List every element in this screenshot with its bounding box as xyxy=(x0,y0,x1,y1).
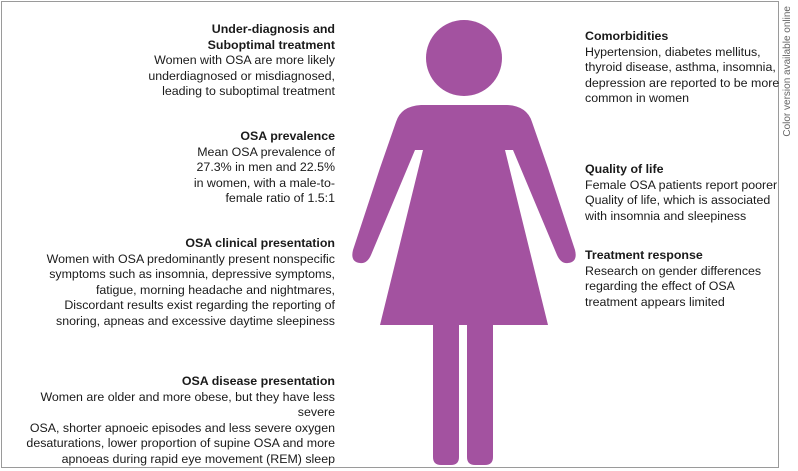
comorbidities-line-3: depression are reported to be more xyxy=(585,75,780,90)
comorbidities-line-4: common in women xyxy=(585,91,689,106)
disease-presentation-line-3: desaturations, lower proportion of supin… xyxy=(26,436,335,451)
disease-presentation-line-4: apnoeas during rapid eye movement (REM) … xyxy=(61,451,335,466)
comorbidities-line-2: thyroid disease, asthma, insomnia, xyxy=(585,60,776,75)
underdiagnosis-title-1: Under-diagnosis and xyxy=(211,22,335,36)
prevalence-block: OSA prevalence Mean OSA prevalence of 27… xyxy=(194,129,335,207)
clinical-presentation-line-4: Discordant results exist regarding the r… xyxy=(64,298,335,313)
underdiagnosis-title-2: Suboptimal treatment xyxy=(207,37,335,52)
disease-presentation-block: OSA disease presentation Women are older… xyxy=(0,374,335,468)
treatment-response-line-1: Research on gender differences xyxy=(585,263,762,278)
underdiagnosis-line-3: leading to suboptimal treatment xyxy=(162,84,335,99)
quality-of-life-line-1: Female OSA patients report poorer xyxy=(585,177,778,192)
quality-of-life-line-3: with insomnia and sleepiness xyxy=(585,208,747,223)
disease-presentation-line-1: Women are older and more obese, but they… xyxy=(40,389,335,420)
quality-of-life-title: Quality of life xyxy=(585,162,664,176)
disease-presentation-line-2: OSA, shorter apnoeic episodes and less s… xyxy=(29,420,335,435)
clinical-presentation-line-5: snoring, apneas and excessive daytime sl… xyxy=(56,313,335,328)
treatment-response-line-3: treatment appears limited xyxy=(585,294,725,309)
underdiagnosis-line-1: Women with OSA are more likely xyxy=(154,53,335,68)
figure-right-leg xyxy=(467,318,493,465)
treatment-response-block: Treatment response Research on gender di… xyxy=(585,248,761,310)
quality-of-life-line-2: Quality of life, which is associated xyxy=(585,193,771,208)
prevalence-line-2: 27.3% in men and 22.5% xyxy=(196,160,335,175)
side-note: Color version available online xyxy=(777,0,798,471)
treatment-response-title: Treatment response xyxy=(585,248,703,262)
underdiagnosis-block: Under-diagnosis and Suboptimal treatment… xyxy=(148,22,335,100)
clinical-presentation-line-2: symptoms such as insomnia, depressive sy… xyxy=(49,267,335,282)
prevalence-line-3: in women, with a male-to- xyxy=(193,175,335,190)
clinical-presentation-line-1: Women with OSA predominantly present non… xyxy=(46,251,335,266)
prevalence-title: OSA prevalence xyxy=(240,129,335,143)
comorbidities-line-1: Hypertension, diabetes mellitus, xyxy=(585,44,761,59)
prevalence-line-4: female ratio of 1.5:1 xyxy=(225,191,335,206)
clinical-presentation-title: OSA clinical presentation xyxy=(185,236,335,250)
comorbidities-title: Comorbidities xyxy=(585,29,669,43)
figure-head xyxy=(426,20,502,96)
side-note-text: Color version available online xyxy=(782,6,793,137)
prevalence-line-1: Mean OSA prevalence of xyxy=(197,144,335,159)
comorbidities-block: Comorbidities Hypertension, diabetes mel… xyxy=(585,29,779,107)
underdiagnosis-line-2: underdiagnosed or misdiagnosed, xyxy=(148,68,335,83)
clinical-presentation-line-3: fatigue, morning headache and nightmares… xyxy=(95,282,335,297)
figure-dress xyxy=(352,105,576,325)
figure-left-leg xyxy=(433,318,459,465)
quality-of-life-block: Quality of life Female OSA patients repo… xyxy=(585,162,777,224)
woman-figure-icon xyxy=(352,20,576,465)
disease-presentation-title: OSA disease presentation xyxy=(181,374,335,388)
clinical-presentation-block: OSA clinical presentation Women with OSA… xyxy=(47,236,335,330)
figure-frame xyxy=(1,1,779,468)
treatment-response-line-2: regarding the effect of OSA xyxy=(585,279,735,294)
